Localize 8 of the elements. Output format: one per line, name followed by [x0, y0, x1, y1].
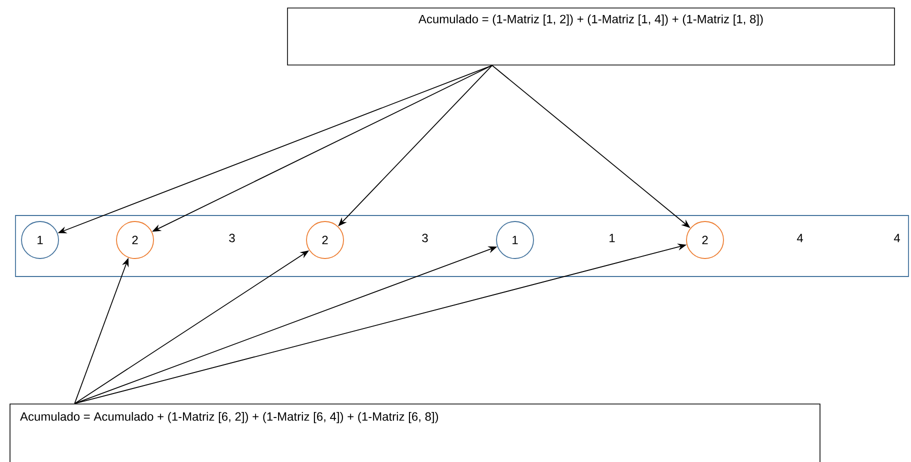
formula-box: Acumulado = (1-Matriz [1, 2]) + (1-Matriz [1, 4]) + (1-Matriz [1, 8]) — [287, 8, 895, 66]
array-value: 4 — [894, 234, 900, 242]
formula-box: Acumulado = Acumulado + (1-Matriz [6, 2]) + (1-Matriz [6, 4]) + (1-Matriz [6, 8]) — [10, 404, 820, 462]
array-value: 4 — [796, 234, 803, 242]
array-band — [15, 215, 909, 277]
array-value: 3 — [229, 234, 235, 242]
array-value: 3 — [422, 234, 428, 242]
array-value: 1 — [610, 234, 615, 242]
